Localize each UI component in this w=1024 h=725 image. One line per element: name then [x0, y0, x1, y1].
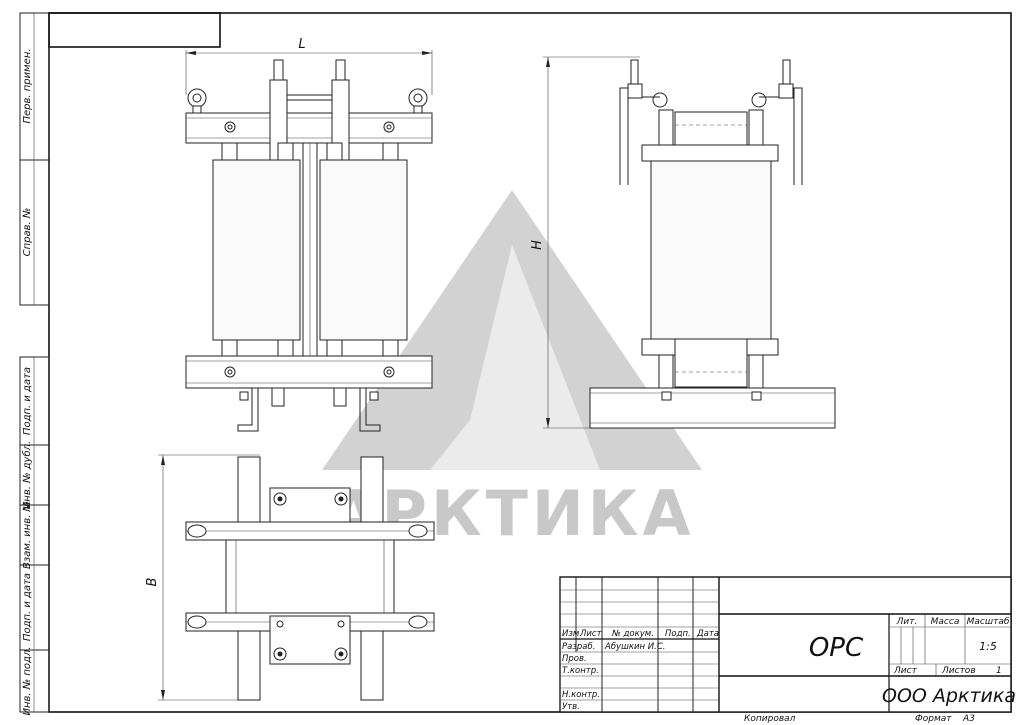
sheet-label: Лист	[893, 666, 918, 676]
stamp-orig-inv-no: Инв. № подл.	[22, 647, 33, 716]
role-developer: Разраб.	[562, 642, 595, 652]
dimension-height-label: H	[530, 240, 545, 250]
lit-label: Лит.	[896, 617, 918, 627]
title-block: Изм. Лист № докум. Подп. Дата Разраб. Аб…	[559, 576, 1016, 724]
dimension-length: L	[185, 37, 433, 95]
copied-label: Копировал	[744, 714, 796, 724]
watermark-logo-cutout	[430, 245, 600, 470]
dimension-width-label: B	[145, 577, 160, 586]
mass-label: Масса	[931, 617, 960, 627]
sheets-label: Листов	[941, 666, 976, 676]
stamp-sign-date-2: Подп. и дата	[22, 573, 33, 641]
stamp-dup-inv-no: Инв. № дубл.	[21, 441, 33, 509]
dimension-length-label: L	[298, 37, 305, 52]
dimension-height: H	[530, 56, 640, 429]
top-view: B	[145, 454, 435, 701]
stamp-replace-inv-no: Взам. инв. №	[22, 501, 33, 569]
front-view: L	[185, 37, 433, 432]
side-stamps: Перв. примен. Справ. № Подп. и дата Инв.…	[19, 12, 50, 716]
role-norm-control: Н.контр.	[562, 690, 600, 700]
company-name: ООО Арктика	[882, 685, 1016, 707]
col-sheet: Лист	[579, 629, 603, 639]
drawing-designation: ОРС	[809, 633, 864, 663]
role-checker: Пров.	[562, 654, 587, 664]
col-date: Дата	[696, 629, 719, 639]
col-doc-no: № докум.	[611, 629, 654, 639]
developer-name: Абушкин И.С.	[604, 642, 665, 652]
sheets-value: 1	[996, 666, 1002, 676]
stamp-first-use: Перв. примен.	[22, 48, 33, 123]
stamp-sign-date-1: Подп. и дата	[22, 367, 33, 435]
role-approved: Утв.	[562, 702, 580, 712]
col-sign: Подп.	[665, 629, 691, 639]
format-label: Формат	[915, 714, 952, 724]
scale-value: 1:5	[979, 640, 997, 653]
format-value: А3	[962, 714, 975, 724]
scale-label: Масштаб	[967, 617, 1010, 627]
col-change: Изм.	[562, 629, 582, 639]
side-view: H	[530, 56, 836, 429]
stamp-reference-no: Справ. №	[22, 208, 33, 257]
role-tech-control: Т.контр.	[562, 666, 599, 676]
